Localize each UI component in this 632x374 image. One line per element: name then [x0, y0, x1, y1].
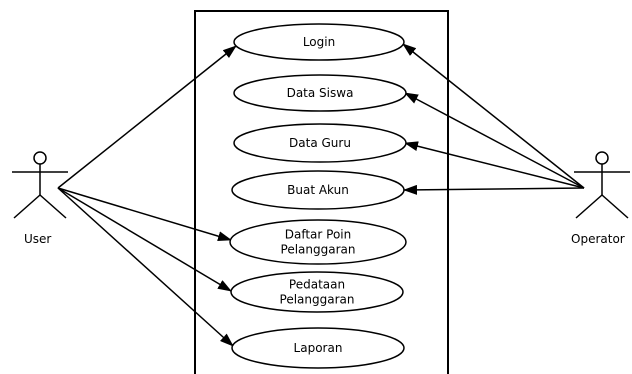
user-actor-left-leg [13, 194, 41, 219]
operator-actor[interactable] [574, 151, 630, 219]
associations-group [57, 43, 585, 347]
use-case-label: Laporan [294, 341, 343, 355]
user-actor-head [33, 151, 47, 165]
operator-actor-label: Operator [571, 232, 625, 246]
use-case-data-guru[interactable]: Data Guru [233, 123, 407, 163]
use-case-ellipse [229, 219, 407, 265]
association-arrow-user-to-pedataan-pelanggaran [57, 187, 232, 292]
association-arrow-user-to-login [57, 45, 237, 189]
operator-actor-left-leg [575, 194, 603, 219]
association-arrow-user-to-laporan [57, 187, 234, 347]
use-case-label: Data Guru [289, 136, 351, 150]
use-case-ellipse [233, 23, 405, 61]
use-case-login[interactable]: Login [233, 23, 405, 61]
association-arrow-operator-to-data-guru [404, 141, 585, 189]
association-arrow-operator-to-login [402, 43, 585, 189]
use-case-ellipse [231, 170, 405, 210]
user-actor[interactable] [12, 151, 68, 219]
use-case-label: Pelanggaran [280, 293, 355, 307]
use-case-label: Login [303, 35, 335, 49]
use-case-label: Buat Akun [287, 183, 349, 197]
association-arrow-user-to-daftar-poin-pelanggaran [57, 187, 232, 242]
use-case-ellipse [231, 327, 405, 369]
use-case-buat-akun[interactable]: Buat Akun [231, 170, 405, 210]
operator-actor-right-leg [601, 194, 629, 219]
user-actor-right-leg [39, 194, 67, 219]
use-case-label: Daftar Poin [285, 228, 352, 242]
use-case-data-siswa[interactable]: Data Siswa [233, 74, 407, 112]
association-arrow-operator-to-buat-akun [403, 184, 585, 195]
user-actor-label: User [24, 232, 52, 246]
association-arrow-operator-to-data-siswa [404, 92, 585, 189]
use-case-label: Pelanggaran [281, 243, 356, 257]
use-case-laporan[interactable]: Laporan [231, 327, 405, 369]
use-case-label: Pedataan [289, 278, 345, 292]
use-case-label: Data Siswa [287, 86, 354, 100]
use-case-ellipse [233, 123, 407, 163]
use-case-ellipse [233, 74, 407, 112]
system-boundary [194, 10, 449, 374]
use-case-ellipse [230, 271, 404, 313]
operator-actor-head [595, 151, 609, 165]
